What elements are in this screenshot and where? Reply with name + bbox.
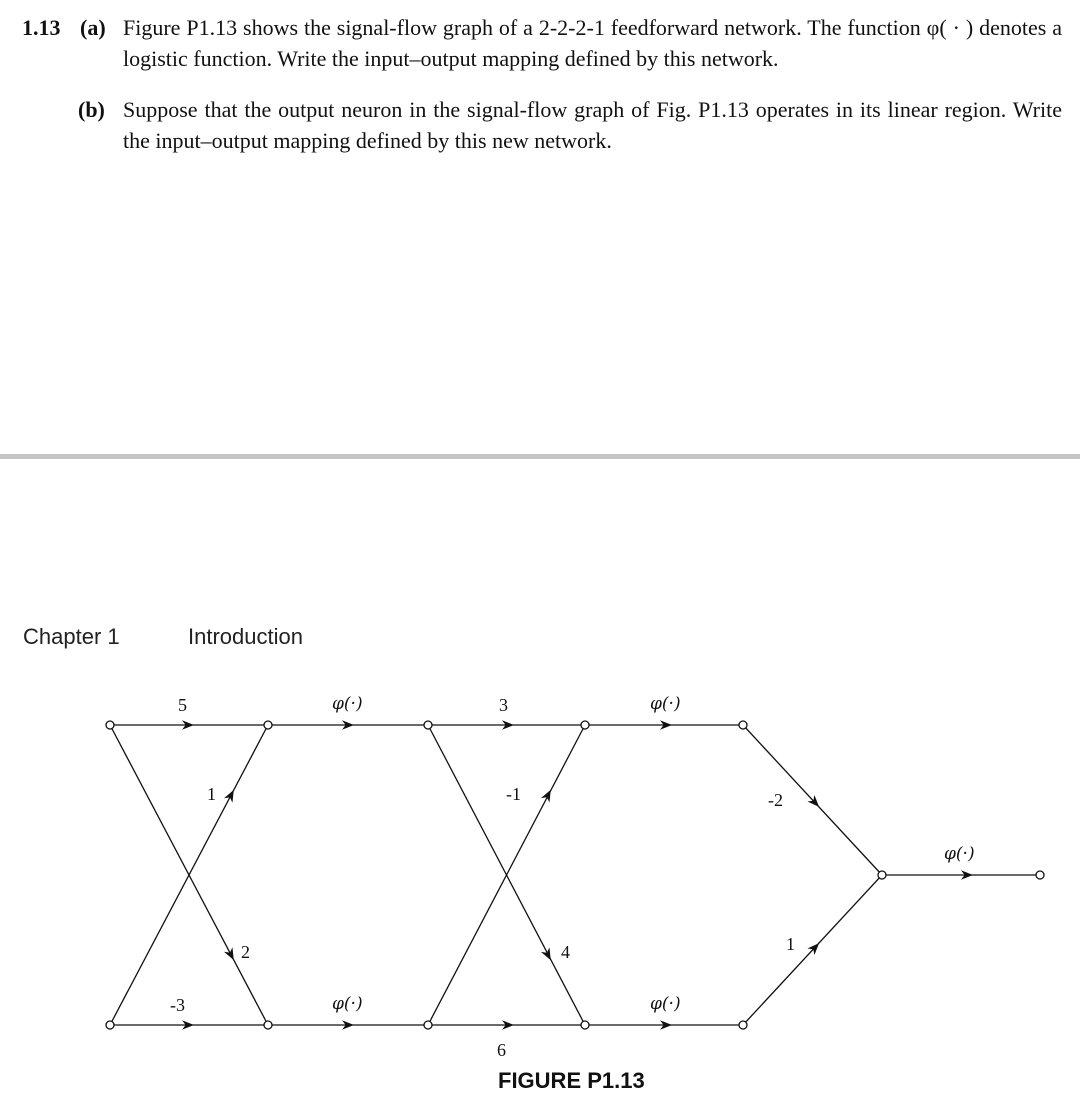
node-hidden1-sum-2 — [263, 1020, 273, 1030]
node-input-1 — [105, 720, 115, 730]
page-divider — [0, 454, 1080, 459]
part-b-text: Suppose that the output neuron in the si… — [123, 97, 1062, 153]
edge-g2-out — [742, 874, 883, 1026]
problem-1-13: 1.13 (a) Figure P1.13 shows the signal-f… — [22, 12, 1062, 156]
node-hidden1-out-1 — [423, 720, 433, 730]
part-b-label: (b) — [78, 97, 105, 122]
part-a-text: Figure P1.13 shows the signal-flow graph… — [123, 15, 1062, 71]
node-hidden1-sum-1 — [263, 720, 273, 730]
chapter-heading: Chapter 1 — [23, 624, 120, 649]
phi-label-g2: φ(·) — [650, 994, 681, 1014]
signal-flow-graph: 5 1 2 -3 3 -1 4 6 -2 1 φ(·) φ(·) φ(·) φ(… — [105, 694, 1045, 1060]
problem-part-a: 1.13 (a) Figure P1.13 shows the signal-f… — [22, 12, 1062, 74]
weight-l1-cross-down: 2 — [241, 942, 250, 962]
weight-l2-top: 3 — [499, 695, 508, 715]
node-hidden2-sum-2 — [580, 1020, 590, 1030]
node-hidden2-sum-1 — [580, 720, 590, 730]
problem-number: 1.13 — [22, 15, 61, 40]
edge-g1-out — [742, 724, 883, 876]
weight-l2-cross-up: -1 — [506, 784, 521, 804]
node-input-2 — [105, 1020, 115, 1030]
node-hidden2-out-1 — [738, 720, 748, 730]
node-output-sum — [877, 870, 887, 880]
node-hidden2-out-2 — [738, 1020, 748, 1030]
weight-l2-cross-down: 4 — [561, 942, 570, 962]
phi-label-h1: φ(·) — [332, 694, 363, 714]
weight-l1-bottom: -3 — [170, 995, 185, 1015]
weight-l1-top: 5 — [178, 695, 187, 715]
node-output — [1035, 870, 1045, 880]
phi-label-h2: φ(·) — [332, 994, 363, 1014]
figure-caption: FIGURE P1.13 — [498, 1068, 645, 1093]
weight-out-top: -2 — [768, 790, 783, 810]
weight-l2-bottom: 6 — [497, 1040, 506, 1060]
section-heading: Introduction — [188, 624, 303, 649]
node-hidden1-out-2 — [423, 1020, 433, 1030]
edge-h2-g1 — [427, 724, 586, 1026]
phi-label-g1: φ(·) — [650, 694, 681, 714]
edge-x2-h1 — [109, 724, 269, 1026]
weight-l1-cross-up: 1 — [207, 784, 216, 804]
problem-part-b: (b) Suppose that the output neuron in th… — [22, 94, 1062, 156]
phi-label-out: φ(·) — [944, 844, 975, 864]
part-a-label: (a) — [80, 15, 106, 40]
weight-out-bottom: 1 — [786, 934, 795, 954]
